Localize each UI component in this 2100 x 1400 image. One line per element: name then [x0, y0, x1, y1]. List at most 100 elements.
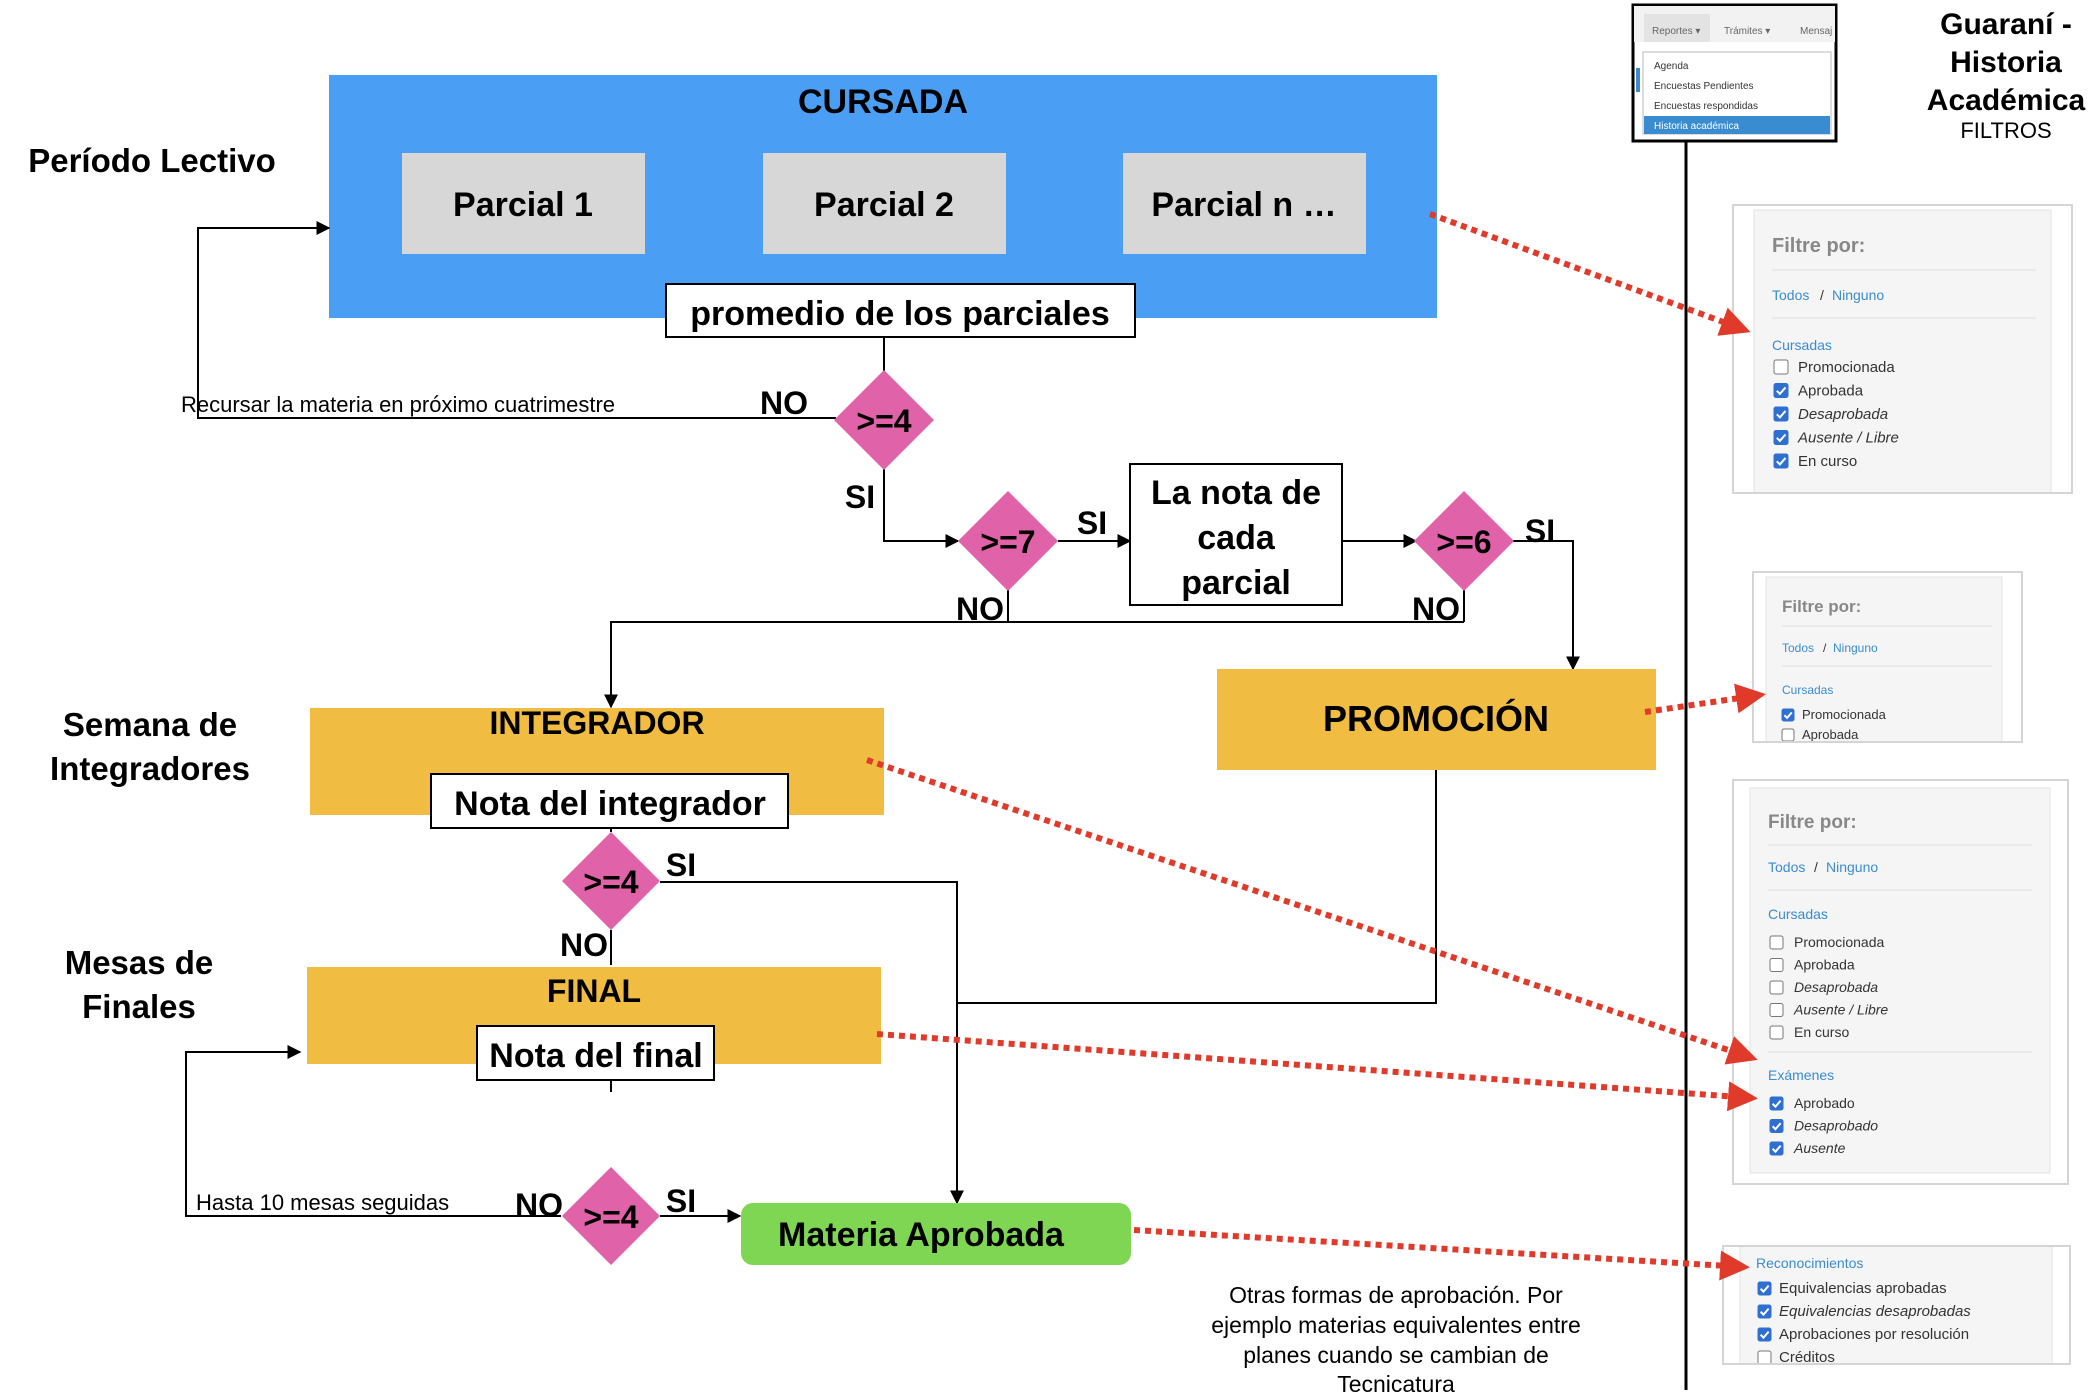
label-mesas-line2: Finales: [82, 988, 196, 1025]
filter-panel-2-title: Filtre por:: [1782, 597, 1861, 616]
filter-panel-1-ninguno-link[interactable]: Ninguno: [1832, 287, 1884, 303]
decision-ge7: [958, 491, 1058, 591]
checkbox-checked[interactable]: [1769, 1096, 1784, 1111]
filter-panel-1-section-cursadas: Cursadas: [1772, 337, 1832, 353]
menu-item-agenda[interactable]: Agenda: [1654, 61, 1689, 72]
guarani-line2: Historia: [1950, 46, 2062, 79]
filter-panel-1-todos-link[interactable]: Todos: [1772, 287, 1809, 303]
filter-panel-2: Filtre por: Todos / Ninguno Cursadas Pro…: [1752, 571, 2023, 743]
checkbox-checked[interactable]: [1757, 1304, 1772, 1319]
checkbox-checked[interactable]: [1781, 708, 1795, 722]
label-semana-line2: Integradores: [50, 750, 250, 787]
nota-final-label: Nota del final: [489, 1037, 702, 1075]
checkbox-checked[interactable]: [1769, 1141, 1784, 1156]
p1-items-row[interactable]: En curso: [1773, 453, 1857, 470]
p1-items-label: Desaprobada: [1798, 406, 1888, 423]
checkbox-checked[interactable]: [1773, 430, 1789, 445]
filter-panel-4-section-reconocimientos: Reconocimientos: [1756, 1255, 1863, 1271]
p3-items-label: En curso: [1794, 1024, 1849, 1040]
p4-items-label: Equivalencias desaprobadas: [1779, 1303, 1971, 1320]
guarani-line1: Guaraní -: [1940, 8, 2072, 41]
nota-cada-parcial-line3: parcial: [1181, 564, 1291, 602]
decision-ge4-cursada-label: >=4: [856, 403, 911, 439]
otras-formas-line4: Tecnicatura: [1337, 1371, 1455, 1397]
nota-integrador-box: [430, 773, 789, 829]
menu-tab-mensajes[interactable]: Mensaj: [1800, 26, 1832, 37]
p4-items-label: Equivalencias aprobadas: [1779, 1280, 1947, 1297]
p2-items-row[interactable]: Promocionada: [1781, 707, 1887, 722]
checkmark-icon: [1783, 711, 1793, 720]
checkbox-unchecked[interactable]: [1769, 1025, 1784, 1040]
checkbox-checked[interactable]: [1769, 1119, 1784, 1133]
menu-tab-reportes[interactable]: Reportes ▾: [1652, 26, 1700, 37]
checkmark-icon: [1759, 1307, 1770, 1317]
checkbox-unchecked[interactable]: [1757, 1350, 1772, 1364]
p4-items-row[interactable]: Equivalencias desaprobadas: [1757, 1303, 1971, 1320]
branch-no-4: NO: [560, 927, 608, 963]
p1-items-row[interactable]: Desaprobada: [1773, 406, 1888, 423]
p3-items-row[interactable]: Ausente / Libre: [1769, 1002, 1888, 1018]
otras-formas-line3: planes cuando se cambian de: [1243, 1342, 1549, 1368]
final-title: FINAL: [547, 973, 641, 1009]
checkbox-unchecked[interactable]: [1769, 958, 1784, 972]
branch-si-1: SI: [845, 479, 875, 515]
checkbox-checked[interactable]: [1773, 383, 1789, 398]
menu-item-encuestas-pendientes[interactable]: Encuestas Pendientes: [1654, 81, 1754, 92]
branch-si-3: SI: [1525, 513, 1555, 549]
guarani-line3: Académica: [1927, 84, 2086, 117]
p1-items-row[interactable]: Ausente / Libre: [1773, 430, 1899, 447]
p1-items-row[interactable]: Aprobada: [1773, 383, 1864, 400]
branch-si-2: SI: [1077, 505, 1107, 541]
parcial-n-label: Parcial n …: [1151, 186, 1336, 224]
checkbox-unchecked[interactable]: [1769, 980, 1784, 995]
p1-items-row[interactable]: Promocionada: [1773, 359, 1895, 376]
decision-ge6-label: >=6: [1436, 524, 1491, 560]
p4-items-row[interactable]: Créditos: [1757, 1349, 1835, 1366]
checkmark-icon: [1776, 433, 1787, 443]
label-mesas-line1: Mesas de: [65, 944, 214, 981]
p3-items-row[interactable]: Promocionada: [1769, 934, 1884, 950]
filter-panel-3-ninguno-link[interactable]: Ninguno: [1826, 859, 1878, 875]
p4-items-row[interactable]: Equivalencias aprobadas: [1757, 1280, 1947, 1297]
p3-items-label: Ausente / Libre: [1793, 1002, 1888, 1018]
decision-ge4-cursada: [834, 370, 934, 470]
checkbox-checked[interactable]: [1773, 453, 1789, 469]
p4-items-row[interactable]: Aprobaciones por resolución: [1757, 1326, 1969, 1343]
p3-items2-row[interactable]: Aprobado: [1769, 1095, 1855, 1111]
checkbox-unchecked[interactable]: [1769, 1003, 1784, 1017]
p1-items-label: Aprobada: [1798, 383, 1864, 400]
filter-panel-3-todos-link[interactable]: Todos: [1768, 859, 1805, 875]
promocion-block: [1217, 669, 1656, 770]
p3-items-row[interactable]: Desaprobada: [1769, 979, 1878, 995]
p3-items-row[interactable]: Aprobada: [1769, 957, 1855, 973]
checkmark-icon: [1759, 1330, 1770, 1340]
promocion-label: PROMOCIÓN: [1323, 697, 1549, 739]
filter-panel-2-ninguno-link[interactable]: Ninguno: [1833, 641, 1878, 655]
checkbox-checked[interactable]: [1757, 1281, 1772, 1296]
checkmark-icon: [1776, 386, 1787, 396]
p2-items-label: Aprobada: [1802, 727, 1859, 742]
menu-item-historia-academica[interactable]: Historia académica: [1654, 121, 1739, 132]
p3-items-label: Promocionada: [1794, 934, 1884, 950]
filter-panel-3-section-examenes: Exámenes: [1768, 1067, 1834, 1083]
p3-items2-row[interactable]: Desaprobado: [1769, 1118, 1878, 1134]
promedio-label: promedio de los parciales: [690, 295, 1109, 333]
filter-panel-4: Reconocimientos Equivalencias aprobadasE…: [1722, 1245, 2071, 1366]
p2-items-row[interactable]: Aprobada: [1781, 727, 1859, 742]
filter-panel-1-title: Filtre por:: [1772, 235, 1865, 257]
checkbox-checked[interactable]: [1773, 406, 1789, 422]
p3-items-row[interactable]: En curso: [1769, 1024, 1849, 1040]
checkbox-checked[interactable]: [1757, 1327, 1772, 1342]
menu-tab-tramites[interactable]: Trámites ▾: [1724, 26, 1770, 37]
filter-panel-3-section-cursadas: Cursadas: [1768, 906, 1828, 922]
menu-item-encuestas-respondidas[interactable]: Encuestas respondidas: [1654, 101, 1758, 112]
checkbox-unchecked[interactable]: [1769, 935, 1784, 950]
filter-panel-1: Filtre por: Todos / Ninguno Cursadas Pro…: [1732, 204, 2073, 494]
checkbox-unchecked[interactable]: [1773, 359, 1789, 375]
filter-panel-2-todos-link[interactable]: Todos: [1782, 641, 1814, 655]
parcial-n-box: [1123, 153, 1366, 254]
branch-si-4: SI: [666, 847, 696, 883]
checkbox-unchecked[interactable]: [1781, 728, 1795, 741]
p3-items2-row[interactable]: Ausente: [1769, 1140, 1846, 1156]
